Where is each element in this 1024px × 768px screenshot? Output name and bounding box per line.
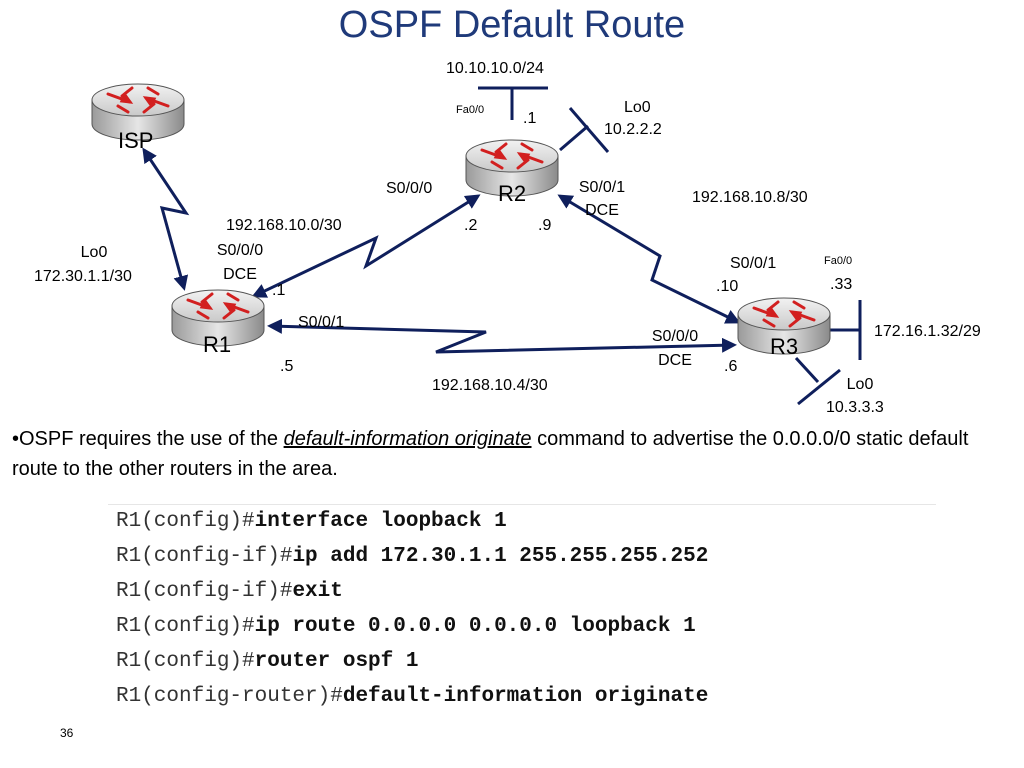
r3-s000-dce: DCE: [658, 352, 692, 369]
bullet-command: default-information originate: [283, 428, 532, 450]
cli-line: R1(config)#router ospf 1: [116, 649, 418, 675]
cli-prompt: R1(config-if)#: [116, 545, 293, 568]
r2-lo0-name: Lo0: [624, 99, 651, 116]
cli-command: interface loopback 1: [254, 510, 507, 533]
r3-s001-address: .10: [716, 278, 739, 295]
r1-s000-dce: DCE: [223, 266, 257, 283]
router-r2-label: R2: [498, 181, 527, 206]
r3-fa0-0-label: Fa0/0: [824, 255, 853, 267]
r1-s000-address: .1: [272, 282, 286, 299]
cli-line: R1(config-router)#default-information or…: [116, 684, 708, 710]
cli-prompt: R1(config-router)#: [116, 685, 343, 708]
r2-fa0-0-label: Fa0/0: [456, 104, 485, 116]
r1-lo0-name: Lo0: [80, 244, 108, 261]
r2-s000-label: S0/0/0: [386, 180, 433, 197]
cli-command: ip route 0.0.0.0 0.0.0.0 loopback 1: [254, 615, 696, 638]
network-r1-r2: 192.168.10.0/30: [226, 217, 342, 234]
network-r2-r3: 192.168.10.8/30: [692, 189, 808, 206]
cli-line: R1(config-if)#ip add 172.30.1.1 255.255.…: [116, 544, 708, 570]
r2-s001-label: S0/0/1: [578, 179, 626, 196]
cli-command: router ospf 1: [254, 650, 419, 673]
r3-s001-label: S0/0/1: [730, 255, 777, 272]
r3-s000-address: .6: [724, 358, 738, 375]
cli-command: ip add 172.30.1.1 255.255.255.252: [292, 545, 709, 568]
r2-fa-address: .1: [523, 110, 537, 127]
r2-lo0-address: 10.2.2.2: [604, 121, 662, 138]
link-r1-r3: [267, 318, 737, 354]
cli-prompt: R1(config-if)#: [116, 580, 293, 603]
r3-lo0-line: [794, 356, 820, 384]
r3-lo0-bar: [797, 368, 841, 406]
link-r2-r3: [557, 194, 741, 324]
r2-s001-address: .9: [538, 217, 552, 234]
cli-config-block: R1(config)#interface loopback 1 R1(confi…: [108, 504, 936, 721]
cli-line: R1(config-if)#exit: [116, 579, 343, 605]
bullet-suffix: command to advertise the 0.0.0.0/0 stati…: [12, 428, 969, 480]
r2-lan-network: 10.10.10.0/24: [446, 60, 544, 77]
router-r1-label: R1: [203, 332, 232, 357]
cli-prompt: R1(config)#: [116, 650, 255, 673]
slide-title: OSPF Default Route: [338, 4, 686, 46]
cli-command: exit: [292, 580, 343, 603]
r3-s000-label: S0/0/0: [651, 328, 699, 345]
r3-lo0-name: Lo0: [846, 376, 874, 393]
page-number: 36: [60, 726, 74, 740]
r2-lo0-line: [559, 124, 589, 152]
r2-s000-address: .2: [464, 217, 478, 234]
cli-line: R1(config)#ip route 0.0.0.0 0.0.0.0 loop…: [116, 614, 696, 640]
link-isp-r1: [142, 147, 190, 291]
bullet-prefix: •OSPF requires the use of the: [12, 428, 284, 450]
r1-lo0-address: 172.30.1.1/30: [34, 268, 132, 285]
network-diagram: [90, 82, 862, 406]
router-isp-label: ISP: [118, 128, 154, 153]
r2-s001-dce: DCE: [585, 202, 619, 219]
bullet-text: •OSPF requires the use of the default-in…: [12, 424, 1012, 484]
cli-line: R1(config)#interface loopback 1: [116, 509, 507, 535]
network-r1-r3: 192.168.10.4/30: [432, 377, 548, 394]
cli-prompt: R1(config)#: [116, 510, 255, 533]
cli-prompt: R1(config)#: [116, 615, 255, 638]
router-r3-label: R3: [770, 334, 799, 359]
r2-lo0-bar: [568, 107, 610, 153]
r1-s001-label: S0/0/1: [298, 314, 345, 331]
r1-s001-address: .5: [280, 358, 294, 375]
r3-lan-network: 172.16.1.32/29: [874, 323, 981, 340]
r3-fa-address: .33: [830, 276, 853, 293]
r3-lo0-address: 10.3.3.3: [826, 399, 884, 416]
r1-s000-label: S0/0/0: [216, 242, 264, 259]
link-r1-r2: [251, 194, 481, 298]
cli-command: default-information originate: [342, 685, 709, 708]
